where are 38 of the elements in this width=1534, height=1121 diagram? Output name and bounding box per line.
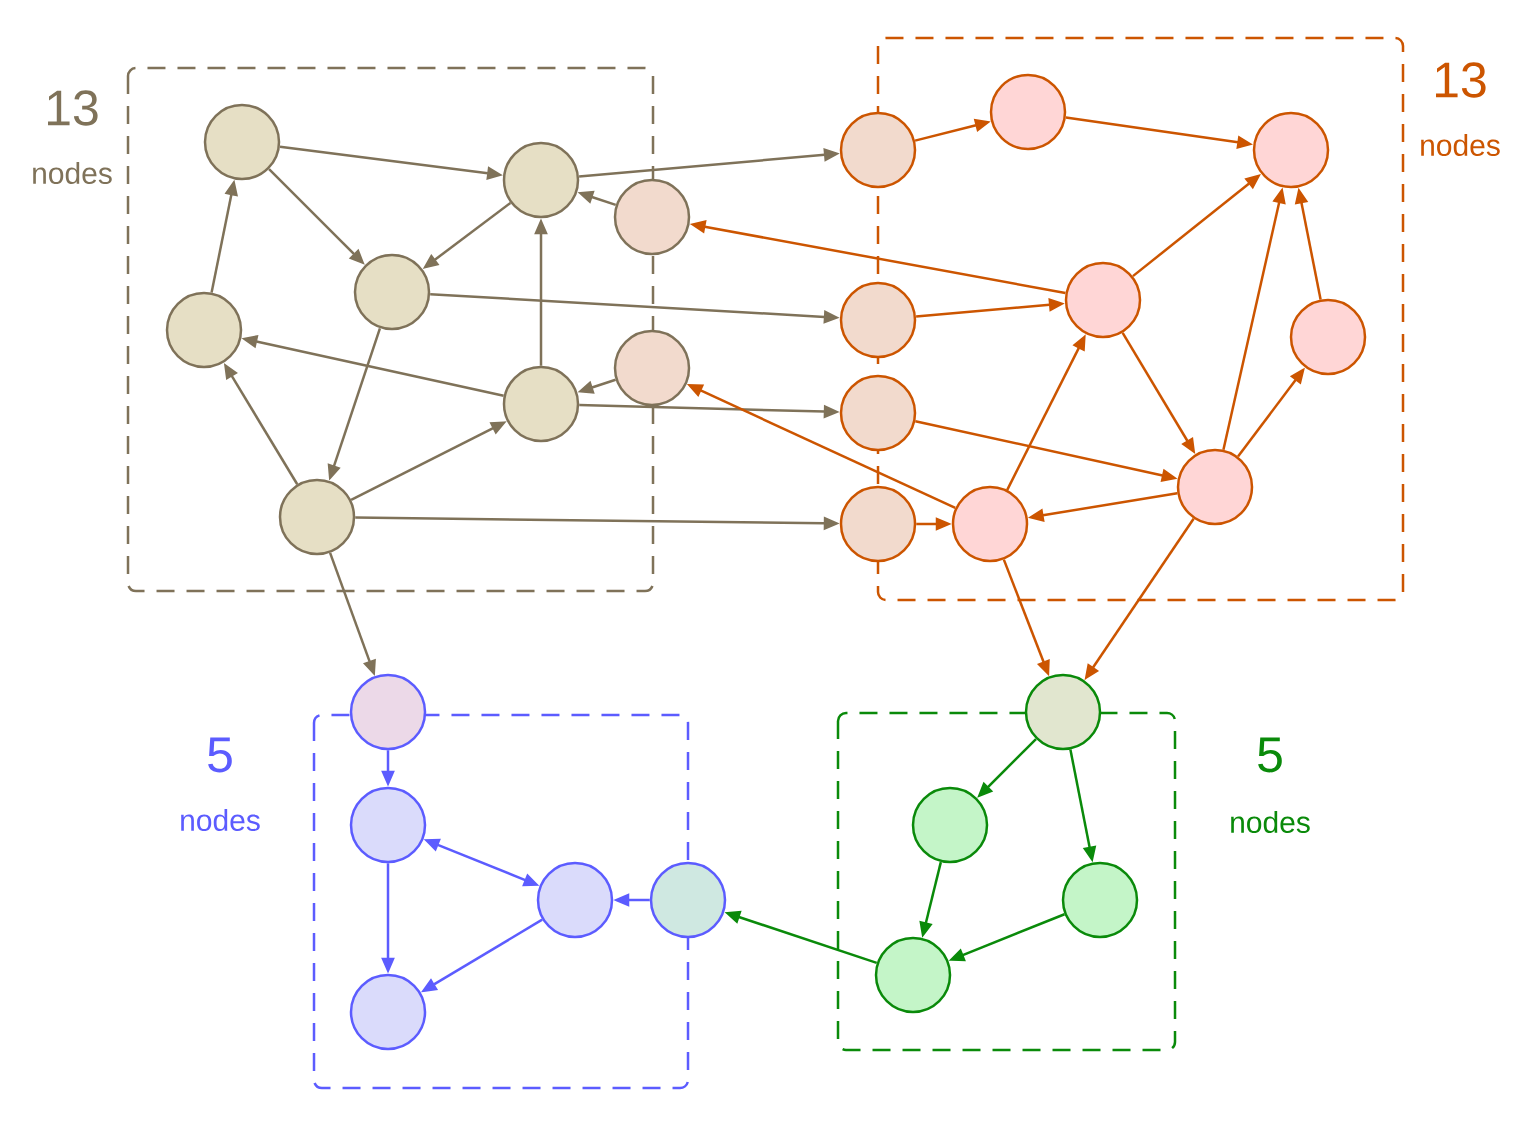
graph-node (349, 973, 427, 1051)
graph-node (349, 673, 427, 751)
graph-node (1176, 448, 1254, 526)
graph-node (203, 103, 281, 181)
graph-node (1024, 673, 1102, 751)
graph-node (353, 253, 431, 331)
node-label: 5 (208, 737, 232, 773)
graph-node (502, 365, 580, 443)
graph-node (649, 861, 727, 939)
graph-node (502, 141, 580, 219)
graph-node (613, 178, 691, 256)
graph-node (165, 291, 243, 369)
node-label: nodes (1421, 133, 1500, 157)
cluster-box: 5 nodes (836, 711, 1310, 1052)
node-label: 13 (1436, 62, 1486, 98)
graph-node (911, 786, 989, 864)
node-label: nodes (1231, 810, 1310, 834)
graph-node (874, 936, 952, 1014)
cluster-box: 5 nodes (181, 713, 690, 1090)
graph-node (989, 73, 1067, 151)
node-label: nodes (33, 161, 112, 185)
graph-node (951, 485, 1029, 563)
node-label: 5 (1258, 737, 1282, 773)
graph-node (1252, 111, 1330, 189)
cluster-box: 13 nodes (33, 66, 655, 593)
node-label: nodes (181, 808, 260, 832)
graph-node (839, 485, 917, 563)
graph-node (1061, 861, 1139, 939)
graph-node (839, 374, 917, 452)
graph-node (613, 329, 691, 407)
graph-node (1289, 298, 1367, 376)
graph-node (839, 111, 917, 189)
graph-node (278, 478, 356, 556)
node-label: 13 (48, 90, 98, 126)
graph-node (349, 786, 427, 864)
graph-node (839, 281, 917, 359)
graph-node (536, 861, 614, 939)
graph-node (1064, 261, 1142, 339)
